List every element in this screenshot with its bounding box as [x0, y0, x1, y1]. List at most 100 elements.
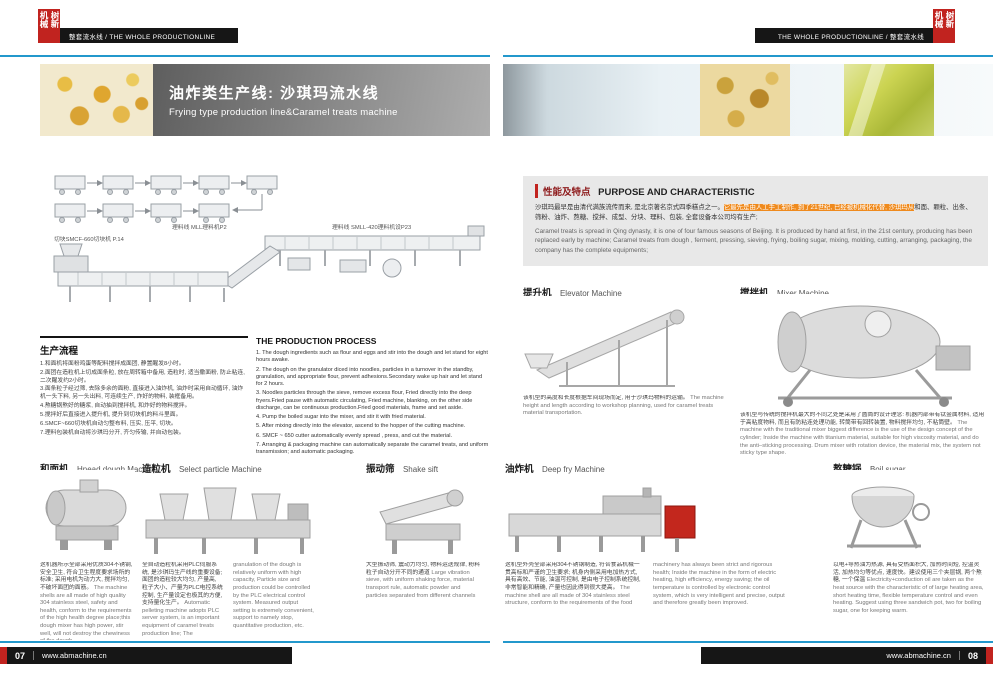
page-number-right: 08 [967, 650, 978, 661]
footer-red-cap [0, 647, 7, 664]
process-step: 7. Arranging & packaging machine can aut… [256, 441, 489, 456]
footer-divider [958, 651, 960, 660]
knead-machine-desc: 这机器所示全部采用优质304不锈钢, 安全卫生, 符合卫生程度要求场所的标准; … [40, 562, 134, 640]
wrapper-shine [848, 64, 887, 136]
machine-name-en: Boil sugar [870, 465, 906, 474]
process-section-en: THE PRODUCTION PROCESS 1. The dough ingr… [256, 336, 490, 458]
process-title-en: THE PRODUCTION PROCESS [256, 336, 377, 346]
characteristic-title: 性能及特点 PURPOSE AND CHARACTERISTIC [535, 184, 978, 198]
process-step: 7.理料包装机自动将沙琪玛分开, 齐匀传输, 并自动包装。 [40, 429, 185, 436]
knead-machine-image [40, 470, 135, 556]
particle-machine-image [142, 476, 314, 558]
header-band-left: 整套流水线 / THE WHOLE PRODUCTIONLINE [60, 28, 238, 43]
characteristic-zh-post: 和面、颗粒、出条、筛粉、油炸、熬糖、搅拌、成型、分块、理料、包装, 全套设备本公… [535, 204, 972, 222]
machine-name-zh: 搅拌机 [740, 288, 769, 299]
characteristic-text-zh: 沙琪玛最早是由清代满族流传而来, 是北京著名京式四季糕点之一。它最先是由人工手工… [535, 203, 978, 224]
process-step: 1.和面机将面粉鸡蛋等配料搅拌成面团, 静置醒发8小时。 [40, 361, 185, 367]
process-step: 4. Pump the boiled sugar into the mixer,… [256, 414, 426, 421]
logo-text: 树新 [50, 11, 60, 28]
footer-red-cap [986, 647, 993, 664]
desc-zh: 这机器所示全部采用优质304不锈钢, 安全卫生, 符合卫生程度要求场所的标准; … [40, 562, 133, 591]
process-step: 4.熬糖锅熬好的糖浆, 自动抽到搅拌机, 和炸好的物料搅拌。 [40, 403, 191, 410]
particle-machine-label: 造粒机 Select particle Machine [142, 459, 262, 477]
fryer-machine-label: 油炸机 Deep fry Machine [505, 459, 605, 477]
characteristic-zh-highlight: 它最先是由人工手工制作, 到了21世纪, 已经被机械化代替, 沙琪玛从 [723, 204, 915, 211]
fryer-illustration [508, 487, 696, 552]
page-title-zh: 油炸类生产线: 沙琪玛流水线 [169, 85, 380, 102]
sugar-kettle-illustration [847, 486, 930, 549]
machine-name-en: Select particle Machine [178, 465, 262, 474]
mixer-machine-label: 搅拌机 Mixer Machine [740, 283, 829, 301]
packaged-product-photo [844, 64, 934, 136]
sift-machine-image [366, 480, 484, 558]
elevator-machine-image [523, 296, 723, 391]
top-rule-right [503, 55, 993, 57]
machine-name-zh: 和面机 [40, 464, 69, 475]
desc-en: Automatic pelleting machine adopts PLC s… [142, 562, 314, 637]
fryer-machine-image [505, 486, 701, 558]
process-step: 3. Noodles particles through the sieve, … [256, 390, 473, 411]
desc-zh: 以电+导热油为热源, 具有受热面积大, 加热时间短, 控温灵活, 加热均匀等优点… [833, 562, 982, 584]
banner-title-band: 油炸类生产线: 沙琪玛流水线 Frying type production li… [153, 64, 490, 136]
footer-left: 07 www.abmachine.cn [0, 647, 292, 664]
top-rule-left [0, 55, 490, 57]
machine-name-zh: 造粒机 [142, 464, 171, 475]
bottom-rule-right [503, 641, 993, 643]
banner-right-band [503, 64, 993, 136]
machine-name-zh: 油炸机 [505, 464, 534, 475]
mixer-illustration [777, 305, 971, 407]
logo-text: 机械 [39, 11, 49, 28]
machine-name-en: Elevator Machine [559, 289, 622, 298]
site-url: www.abmachine.cn [42, 651, 107, 660]
process-section-zh: 生产流程 1.和面机将面粉鸡蛋等配料搅拌成面团, 静置醒发8小时。 2.面团在造… [40, 336, 248, 458]
header-band-right: THE WHOLE PRODUCTIONLINE / 整套流水线 [755, 28, 933, 43]
process-step: 5. After mixing directly into the elevat… [256, 423, 466, 430]
sift-illustration [379, 489, 464, 554]
desc-zh: 全自动造粒机采用PLC伺服系统, 是沙琪玛生产线的重要设备; 面团的造粒较大均匀… [142, 562, 223, 607]
brand-seal-icon: 机械 树新 [38, 9, 60, 43]
bottom-rule-left [0, 641, 490, 643]
diagram-label-cutter: 切块SMCF-660切块机 P.14 [54, 237, 124, 243]
desc-en: Large vibration sieve, with uniform shak… [366, 569, 476, 599]
footer-divider [33, 651, 35, 660]
machine-name-zh: 振动筛 [366, 464, 395, 475]
logo-text: 机械 [934, 11, 944, 28]
desc-en: The machine shells are all made of high … [40, 584, 132, 640]
page-title-en: Frying type production line&Caramel trea… [169, 107, 398, 118]
desc-en: The machine shell are all made of 304 st… [505, 562, 785, 607]
footer-right: www.abmachine.cn 08 [701, 647, 993, 664]
mixer-machine-desc: 该机型与传统的搅拌机最大的不同之处是采用了圆筒的设计理念: 机器内部带有钛金属材… [740, 412, 988, 458]
logo-text: 树新 [945, 11, 955, 28]
diagram-label-line1: 理料线 MLL理料机P2 [172, 225, 227, 231]
mixer-machine-image [740, 294, 988, 408]
process-step: 2.面团在造粒机上切成面条粒, 放在周转箱中备用, 造粒时, 适当撒面粉, 防止… [40, 369, 245, 384]
diagram-label-line2: 理料线 SMLL-420理料机设P23 [332, 225, 412, 231]
knead-illustration [45, 479, 127, 550]
machine-name-zh: 提升机 [523, 288, 552, 299]
caramel-treats-photo [700, 64, 790, 136]
sugar-machine-image [833, 470, 935, 558]
header-text-right: THE WHOLE PRODUCTIONLINE / 整套流水线 [777, 33, 924, 41]
machine-name-en: Deep fry Machine [541, 465, 605, 474]
brand-seal-icon: 机械 树新 [933, 9, 955, 43]
process-step: 3.面条粒子经过筛, 去除多余的面粉, 直接进入油炸机, 油炸时采用自动循环, … [40, 386, 244, 401]
characteristic-zh-pre: 沙琪玛最早是由清代满族流传而来, 是北京著名京式四季糕点之一。 [535, 204, 724, 211]
header-text-left: 整套流水线 / THE WHOLE PRODUCTIONLINE [69, 33, 216, 41]
desc-en: The machine height and length according … [523, 395, 724, 417]
sugar-machine-desc: 以电+导热油为热源, 具有受热面积大, 加热时间短, 控温灵活, 加热均匀等优点… [833, 562, 985, 615]
process-step: 6.SMCF~660切块机自动匀整布料, 压实, 压平, 切块。 [40, 420, 177, 427]
elevator-machine-label: 提升机 Elevator Machine [523, 283, 622, 301]
particle-machine-desc: 全自动造粒机采用PLC伺服系统, 是沙琪玛生产线的重要设备; 面团的造粒较大均匀… [142, 562, 314, 638]
machine-name-en: Shake sift [402, 465, 439, 474]
characteristic-title-zh: 性能及特点 [543, 187, 591, 198]
process-step: 2. The dough on the granulator diced int… [256, 366, 483, 388]
particle-illustration [145, 487, 311, 554]
production-line-diagram: 理料线 MLL理料机P2 理料线 SMLL-420理料机设P23 切块SMCF-… [40, 148, 490, 333]
line-drawing-illustration [53, 175, 485, 302]
process-step: 6. SMCF ~ 650 cutter automatically evenl… [256, 432, 453, 439]
process-step: 5.搅拌好后直接进入提升机, 提升到切块机的料斗里面。 [40, 411, 182, 418]
knead-machine-label: 和面机 Hnead dough Machine [40, 459, 157, 477]
site-url: www.abmachine.cn [886, 651, 951, 660]
desc-en: The machine with the traditional mixer b… [740, 419, 981, 457]
